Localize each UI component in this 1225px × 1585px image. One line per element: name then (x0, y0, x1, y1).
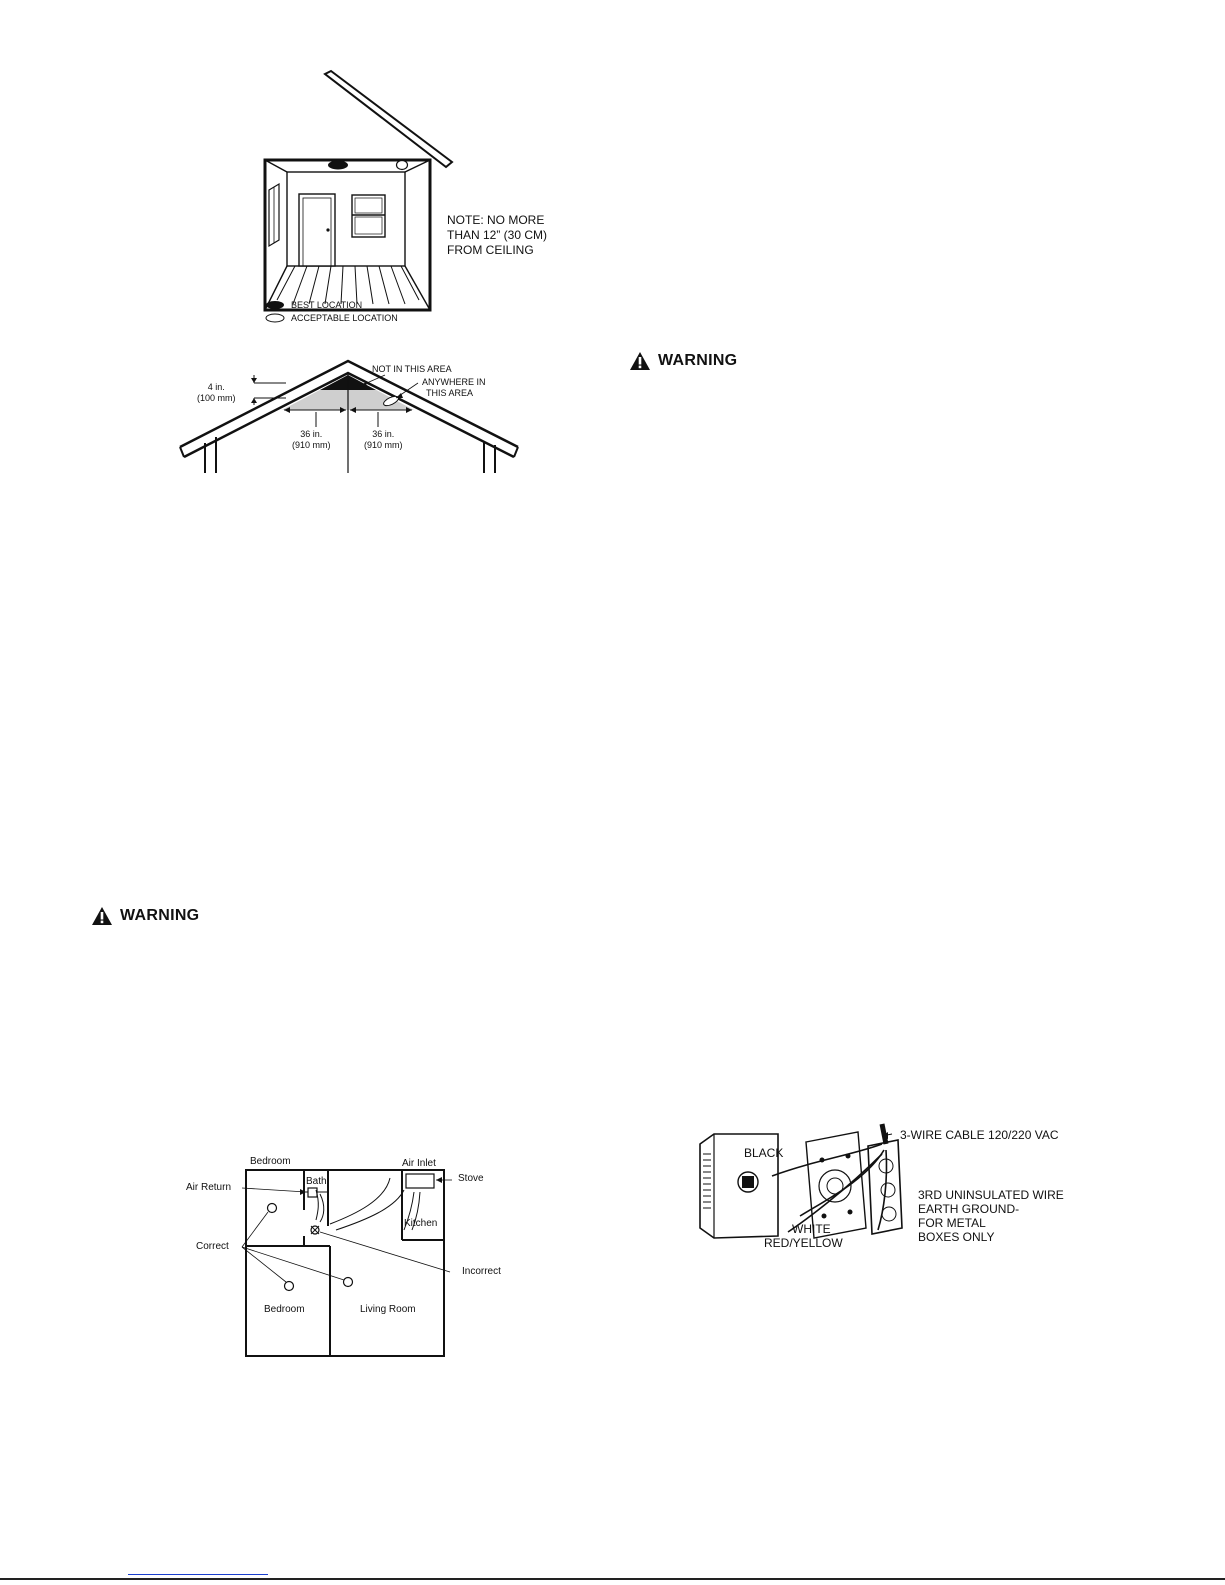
footer-rule (0, 1578, 1225, 1580)
right-dimension-label: 36 in. (910 mm) (364, 429, 403, 451)
ground-line: FOR METAL (918, 1216, 986, 1230)
room-label-bedroom-bottom: Bedroom (264, 1304, 305, 1315)
filled-ellipse-icon (266, 300, 284, 309)
callout-stove: Stove (458, 1173, 484, 1184)
height-line: (100 mm) (197, 393, 236, 403)
callout-air-inlet: Air Inlet (402, 1158, 436, 1169)
callout-air-return: Air Return (186, 1182, 232, 1193)
wiring-drawing (699, 1123, 903, 1239)
room-label-bath: Bath (306, 1176, 327, 1187)
white-wire-label: WHITE (792, 1222, 831, 1236)
anywhere-label: ANYWHERE IN THIS AREA (422, 377, 486, 399)
warning-label: WARNING (120, 907, 200, 924)
acceptable-location-marker (395, 159, 409, 171)
dimension-line: 36 in. (372, 429, 395, 439)
black-wire-label: BLACK (744, 1146, 784, 1160)
ceiling-note: NOTE: NO MORE THAN 12” (30 CM) FROM CEIL… (447, 213, 547, 258)
room-label-living-room: Living Room (360, 1304, 416, 1315)
height-line: 4 in. (207, 382, 225, 392)
dimension-line: (910 mm) (364, 440, 403, 450)
ground-line: EARTH GROUND- (918, 1202, 1020, 1216)
wiring-figure: 3-WIRE CABLE 120/220 VAC BLACK 3RD UNINS… (696, 1120, 1096, 1255)
room-label-kitchen: Kitchen (404, 1218, 438, 1229)
cable-label: 3-WIRE CABLE 120/220 VAC (900, 1128, 1059, 1142)
footer-link-underline (128, 1574, 268, 1575)
floorplan-drawing (241, 1169, 452, 1357)
floorplan-figure: Bedroom Bath Air Inlet Stove Air Return … (180, 1148, 510, 1358)
ground-label: 3RD UNINSULATED WIRE EARTH GROUND- FOR M… (918, 1188, 1064, 1244)
not-in-area-label: NOT IN THIS AREA (372, 364, 452, 374)
best-location-marker (328, 160, 348, 170)
room-legend: BEST LOCATION ACCEPTABLE LOCATION (265, 298, 398, 324)
outline-ellipse-icon (265, 313, 285, 322)
warning-heading-left: WARNING (92, 907, 199, 925)
red-yellow-wire-label: RED/YELLOW (764, 1236, 843, 1250)
peak-figure: NOT IN THIS AREA ANYWHERE IN THIS AREA 4… (170, 355, 540, 475)
anywhere-line: THIS AREA (426, 388, 474, 398)
warning-triangle-icon (630, 352, 650, 370)
dimension-line: 36 in. (300, 429, 323, 439)
warning-heading-right: WARNING (630, 352, 737, 370)
room-label-bedroom-top: Bedroom (250, 1156, 291, 1167)
ground-line: 3RD UNINSULATED WIRE (918, 1188, 1064, 1202)
peak-drawing (179, 359, 519, 473)
warning-label: WARNING (658, 352, 738, 369)
note-line: NOTE: NO MORE (447, 213, 545, 227)
note-line: FROM CEILING (447, 243, 534, 257)
room-figure: NOTE: NO MORE THAN 12” (30 CM) FROM CEIL… (255, 68, 555, 330)
note-line: THAN 12” (30 CM) (447, 228, 548, 242)
callout-correct: Correct (196, 1241, 229, 1252)
correct-detector-marker (266, 1202, 278, 1214)
dimension-line: (910 mm) (292, 440, 331, 450)
room-drawing (263, 69, 454, 312)
height-label: 4 in. (100 mm) (197, 382, 236, 404)
warning-triangle-icon (92, 907, 112, 925)
left-dimension-label: 36 in. (910 mm) (292, 429, 331, 451)
ground-line: BOXES ONLY (918, 1230, 995, 1244)
legend-label: BEST LOCATION (291, 299, 363, 310)
anywhere-line: ANYWHERE IN (422, 377, 486, 387)
correct-detector-marker (342, 1276, 354, 1288)
correct-detector-marker (283, 1280, 295, 1292)
legend-label: ACCEPTABLE LOCATION (291, 312, 398, 323)
callout-incorrect: Incorrect (462, 1266, 501, 1277)
